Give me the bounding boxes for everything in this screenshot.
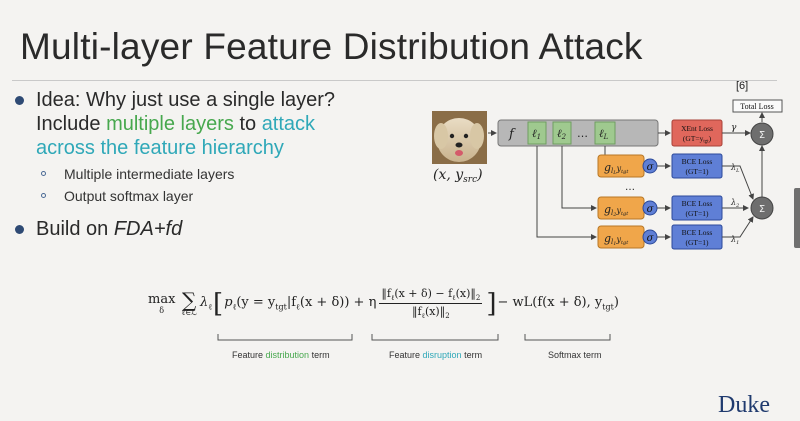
highlight-feature-hierarchy: across the feature hierarchy: [36, 137, 284, 159]
term-braces: [217, 334, 611, 341]
bullet-list: Idea: Why just use a single layer? Inclu…: [12, 88, 412, 241]
svg-text:λ2: λ2: [730, 198, 739, 209]
svg-text:λL: λL: [730, 163, 740, 174]
tap-lines: [536, 146, 608, 240]
svg-text:XEnt Loss: XEnt Loss: [681, 124, 713, 133]
highlight-attack: attack: [261, 113, 316, 135]
sub-bullet-intermediate: Multiple intermediate layers: [12, 163, 412, 185]
svg-text:(GT=1): (GT=1): [686, 238, 709, 247]
total-loss-label: Total Loss: [740, 102, 773, 111]
layer-label-1: ℓ1: [532, 127, 541, 141]
head-1: gl1ytgt σ: [597, 225, 658, 249]
duke-logo: Duke: [718, 392, 770, 418]
sub-bullet-ring-icon: [41, 171, 46, 176]
term-label-softmax: Softmax term: [548, 350, 602, 360]
slide-title: Multi-layer Feature Distribution Attack: [20, 26, 643, 67]
head-L: glLytgt σ: [597, 154, 658, 178]
head-2: gl2ytgt σ: [597, 196, 658, 220]
network-f-label: f: [508, 127, 516, 142]
svg-text:(GT=ytgt): (GT=ytgt): [683, 134, 712, 145]
svg-text:λ1: λ1: [730, 235, 739, 246]
svg-text:BCE Loss: BCE Loss: [682, 157, 713, 166]
sub-bullet-ring-icon: [41, 193, 46, 198]
bullet-build-on: Build on FDA+fd: [12, 217, 412, 241]
term-label-distribution: Feature distribution term: [232, 350, 330, 360]
svg-text:gl1ytgt: gl1ytgt: [604, 232, 629, 247]
reference-tag: [6]: [736, 80, 749, 92]
layer-label-L: ℓL: [599, 127, 609, 141]
svg-text:Σ: Σ: [759, 204, 765, 215]
title-divider: [12, 80, 777, 81]
summation-icon: Σ: [750, 122, 774, 146]
sub-bullet-softmax: Output softmax layer: [12, 185, 412, 207]
layer-blocks: ℓ1 ℓ2 … ℓL: [527, 121, 616, 145]
highlight-multiple-layers: multiple layers: [106, 113, 234, 135]
svg-text:BCE Loss: BCE Loss: [682, 199, 713, 208]
svg-text:(GT=1): (GT=1): [686, 167, 709, 176]
bullet-dot-icon: [15, 225, 24, 234]
bullet-idea: Idea: Why just use a single layer? Inclu…: [12, 88, 412, 160]
sigmoid-icon: σ: [647, 162, 655, 173]
svg-text:γ: γ: [731, 123, 737, 133]
bce-loss-boxes: BCE Loss (GT=1) BCE Loss (GT=1) BCE Loss…: [671, 153, 723, 250]
total-loss-box: [732, 99, 783, 113]
summation-icon: Σ: [750, 196, 774, 220]
dog-photo: [432, 111, 487, 164]
svg-text:BCE Loss: BCE Loss: [682, 228, 713, 237]
layer-label-dots: …: [577, 127, 588, 140]
svg-text:…: …: [625, 182, 635, 193]
layer-label-2: ℓ2: [557, 127, 567, 141]
sigmoid-icon: σ: [647, 204, 655, 215]
svg-text:glLytgt: glLytgt: [604, 161, 629, 176]
side-panel-tab[interactable]: [794, 188, 800, 248]
bullet-dot-icon: [15, 96, 24, 105]
term-label-disruption: Feature disruption term: [389, 350, 483, 360]
input-label: (x, ysrc): [433, 167, 483, 185]
svg-text:Σ: Σ: [759, 130, 765, 141]
svg-text:gl2ytgt: gl2ytgt: [604, 203, 629, 218]
sigmoid-icon: σ: [647, 233, 655, 244]
svg-text:(GT=1): (GT=1): [686, 209, 709, 218]
